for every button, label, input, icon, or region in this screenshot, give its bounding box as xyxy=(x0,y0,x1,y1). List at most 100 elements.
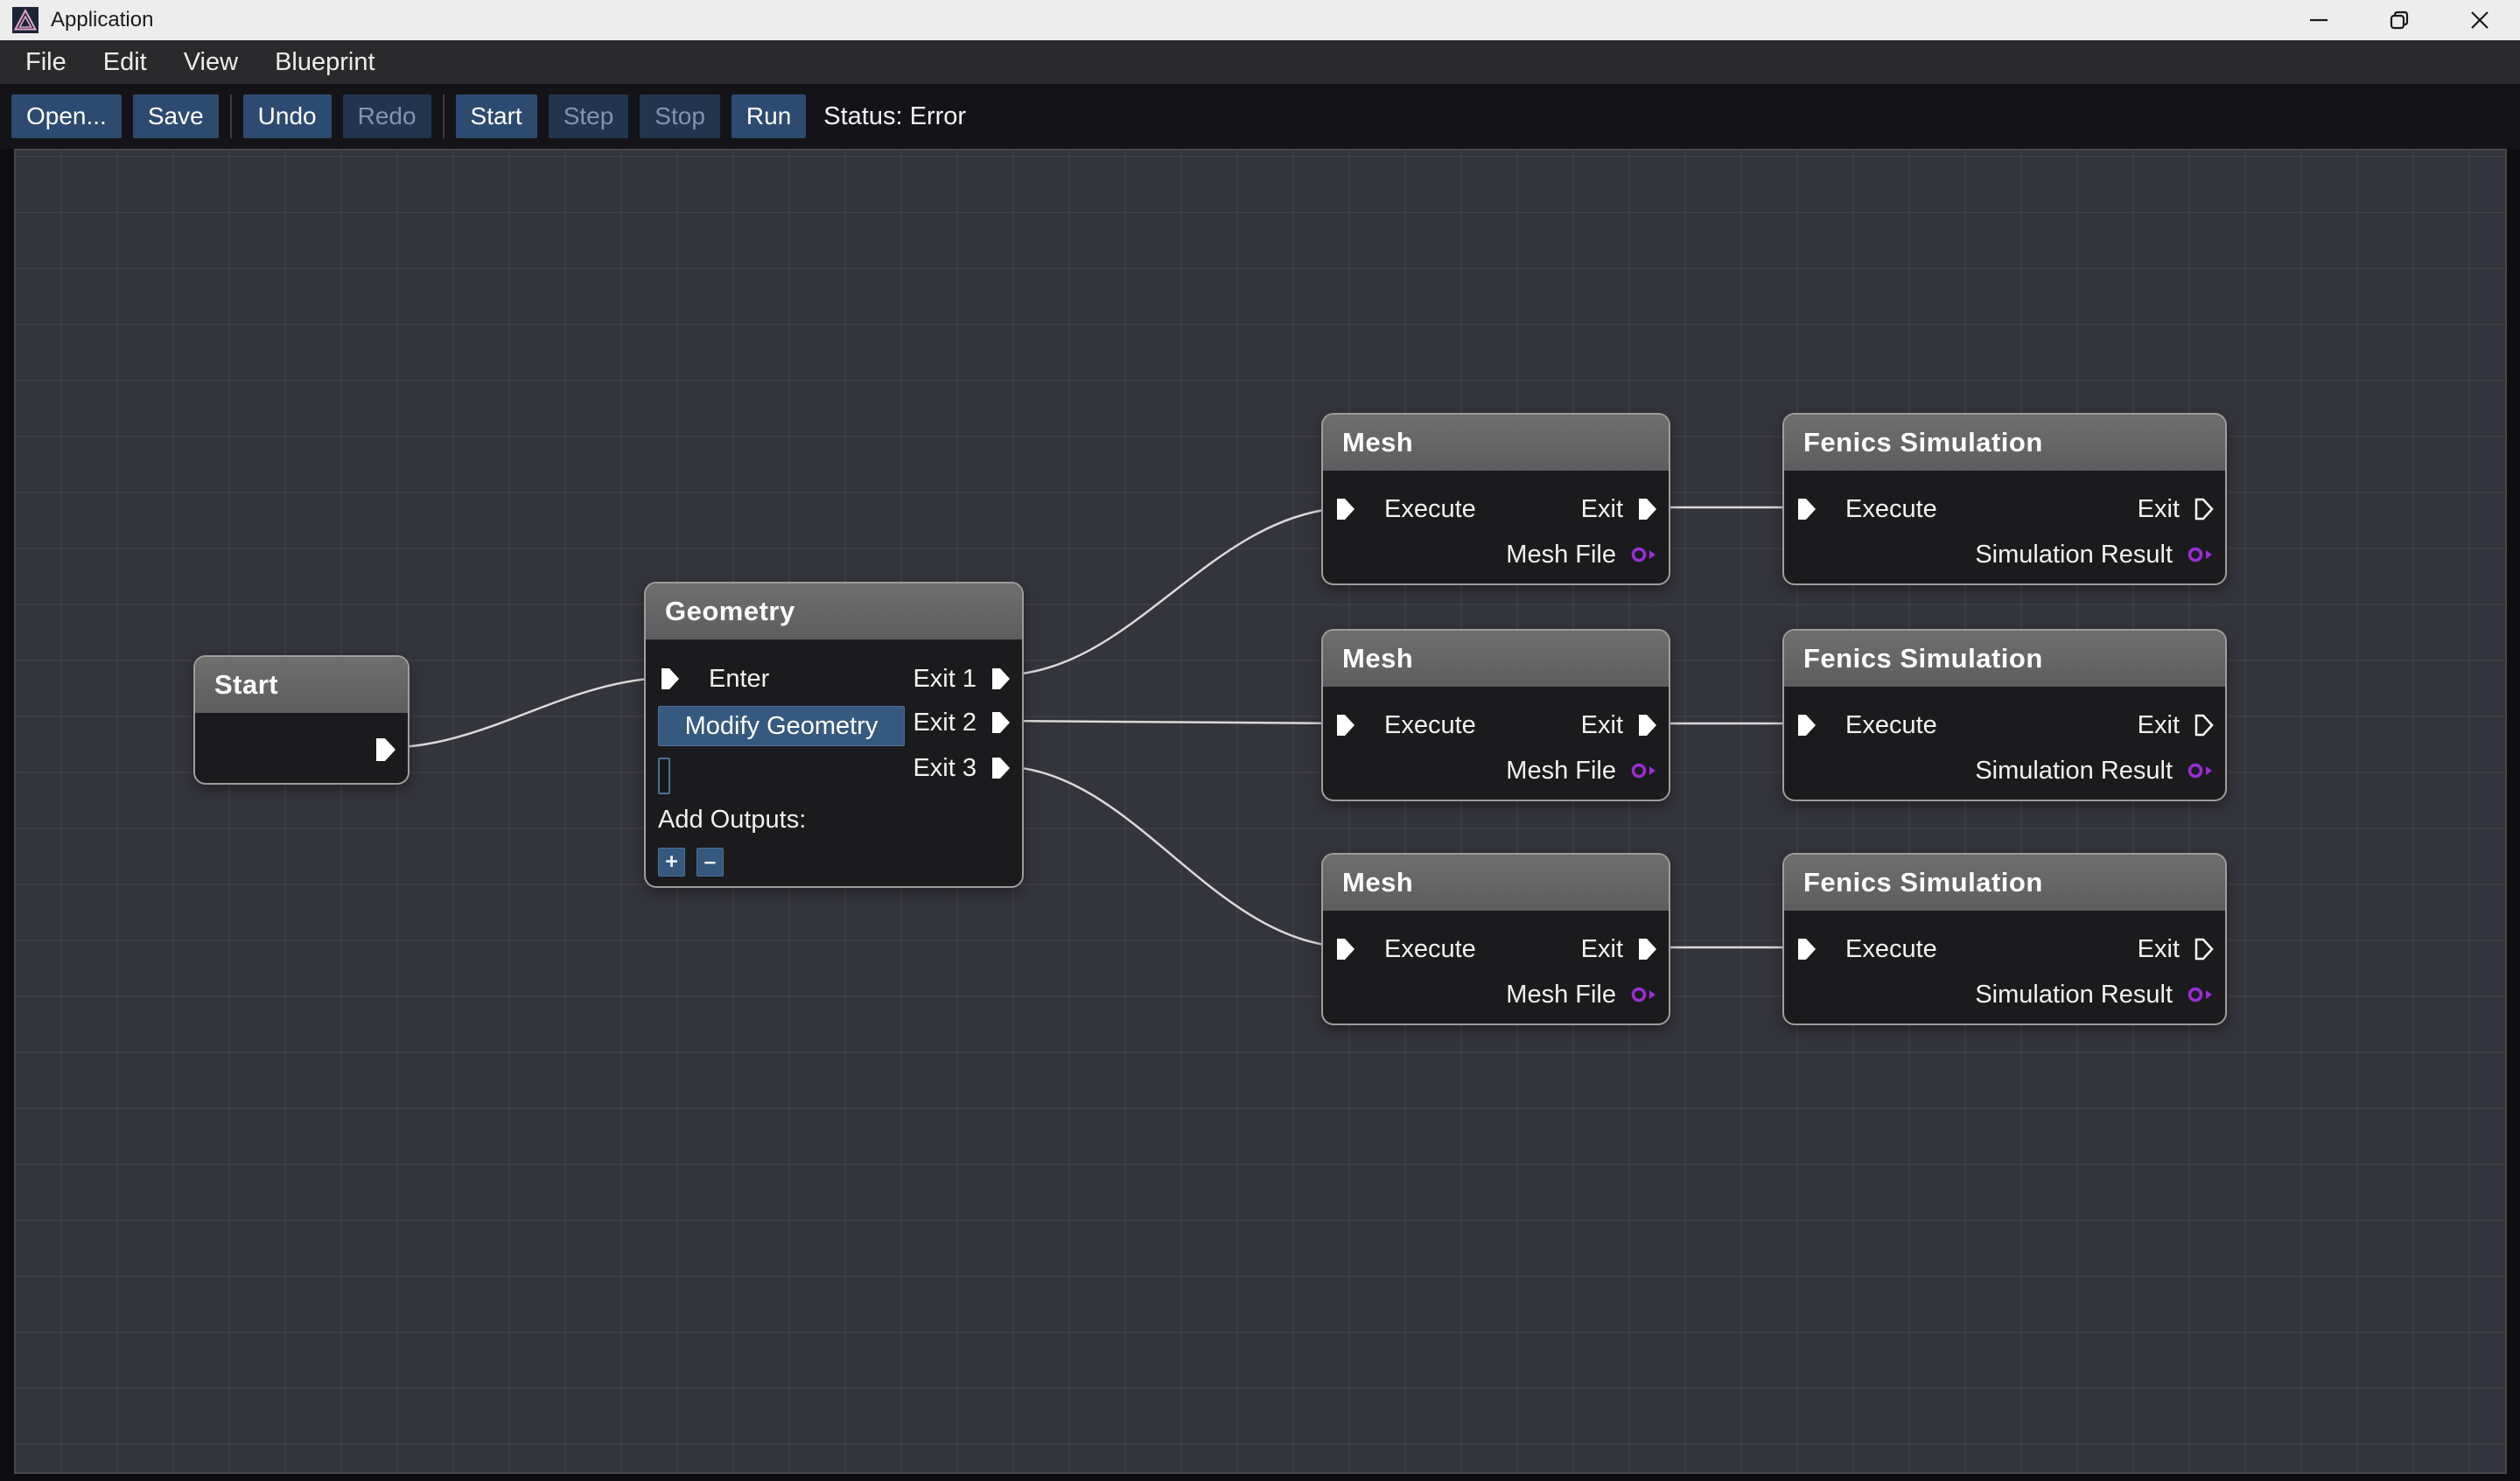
pin-label-execute: Execute xyxy=(1384,710,1476,739)
exec-output-pin[interactable] xyxy=(990,667,1012,691)
minimize-icon xyxy=(2310,18,2328,22)
exec-output-pin[interactable] xyxy=(990,710,1012,735)
pin-label-execute: Execute xyxy=(1845,710,1937,739)
output-name-input[interactable] xyxy=(658,758,670,794)
pin-label-exit: Exit xyxy=(2137,494,2180,523)
pin-label-execute: Execute xyxy=(1384,494,1476,523)
exec-input-pin[interactable] xyxy=(1335,497,1356,521)
pin-label-simulation-result: Simulation Result xyxy=(1975,540,2173,569)
node-title: Mesh xyxy=(1342,427,1414,458)
node-fenics-1: Fenics Simulation Execute Exit Simulatio… xyxy=(1782,413,2227,585)
blueprint-canvas[interactable]: Start Geometry Enter Exit 1 Modify Geome… xyxy=(14,149,2507,1474)
exec-output-pin-unconnected[interactable] xyxy=(2194,937,2215,961)
node-mesh-1-header[interactable]: Mesh xyxy=(1323,415,1669,471)
node-mesh-2-header[interactable]: Mesh xyxy=(1323,631,1669,687)
exec-input-pin[interactable] xyxy=(660,667,681,691)
menu-file[interactable]: File xyxy=(25,47,66,76)
node-title: Mesh xyxy=(1342,643,1414,674)
node-title: Geometry xyxy=(665,596,795,626)
exec-input-pin[interactable] xyxy=(1796,937,1817,961)
close-button[interactable] xyxy=(2440,0,2520,40)
menu-blueprint[interactable]: Blueprint xyxy=(275,47,375,76)
data-output-pin[interactable] xyxy=(2187,545,2215,564)
data-output-pin[interactable] xyxy=(1630,761,1658,780)
app-logo-icon xyxy=(12,7,38,33)
wire-start-to-geometry[interactable] xyxy=(381,675,680,750)
redo-button: Redo xyxy=(342,94,431,138)
node-title: Fenics Simulation xyxy=(1803,427,2043,458)
status-text: Status: Error xyxy=(823,101,967,130)
exec-output-pin[interactable] xyxy=(374,737,397,763)
pin-label-execute: Execute xyxy=(1845,934,1937,963)
undo-button[interactable]: Undo xyxy=(242,94,332,138)
exec-output-pin[interactable] xyxy=(1637,937,1658,961)
node-geometry-header[interactable]: Geometry xyxy=(646,583,1022,639)
wire-exit3-to-mesh3[interactable] xyxy=(998,765,1355,949)
data-output-pin[interactable] xyxy=(1630,985,1658,1004)
toolbar: Open... Save Undo Redo Start Step Stop R… xyxy=(0,84,2520,149)
restore-icon xyxy=(2390,10,2409,30)
pin-label-exit: Exit xyxy=(2137,710,2180,739)
pin-label-enter: Enter xyxy=(709,664,770,693)
pin-label-exit: Exit xyxy=(2137,934,2180,963)
pin-label-exit2: Exit 2 xyxy=(913,708,976,737)
node-geometry: Geometry Enter Exit 1 Modify Geometry Ex… xyxy=(644,582,1024,888)
pin-label-exit: Exit xyxy=(1580,934,1623,963)
exec-output-pin[interactable] xyxy=(990,756,1012,780)
add-output-button[interactable]: + xyxy=(658,848,685,877)
exec-output-pin-unconnected[interactable] xyxy=(2194,713,2215,737)
node-mesh-3-header[interactable]: Mesh xyxy=(1323,855,1669,911)
node-fenics-3-header[interactable]: Fenics Simulation xyxy=(1784,855,2225,911)
node-mesh-2: Mesh Execute Exit Mesh File xyxy=(1321,629,1670,801)
node-start: Start xyxy=(193,655,410,785)
save-button[interactable]: Save xyxy=(132,94,219,138)
node-fenics-3: Fenics Simulation Execute Exit Simulatio… xyxy=(1782,853,2227,1025)
toolbar-separator xyxy=(229,94,232,138)
step-button: Step xyxy=(548,94,629,138)
node-fenics-1-header[interactable]: Fenics Simulation xyxy=(1784,415,2225,471)
exec-output-pin[interactable] xyxy=(1637,497,1658,521)
data-output-pin[interactable] xyxy=(1630,545,1658,564)
menubar: File Edit View Blueprint xyxy=(0,40,2520,84)
data-output-pin[interactable] xyxy=(2187,985,2215,1004)
pin-label-exit1: Exit 1 xyxy=(913,664,976,693)
pin-label-exit: Exit xyxy=(1580,494,1623,523)
pin-label-execute: Execute xyxy=(1384,934,1476,963)
remove-output-button[interactable]: – xyxy=(696,848,724,877)
modify-geometry-button[interactable]: Modify Geometry xyxy=(658,706,905,746)
stop-button: Stop xyxy=(640,94,720,138)
open-button[interactable]: Open... xyxy=(11,94,122,138)
minimize-button[interactable] xyxy=(2278,0,2359,40)
window-controls xyxy=(2278,0,2520,40)
exec-input-pin[interactable] xyxy=(1335,713,1356,737)
exec-input-pin[interactable] xyxy=(1796,713,1817,737)
exec-input-pin[interactable] xyxy=(1335,937,1356,961)
exec-output-pin-unconnected[interactable] xyxy=(2194,497,2215,521)
start-button[interactable]: Start xyxy=(455,94,537,138)
wire-layer xyxy=(381,506,1818,949)
titlebar[interactable]: Application xyxy=(0,0,2520,40)
wire-exit1-to-mesh1[interactable] xyxy=(998,506,1355,677)
node-title: Mesh xyxy=(1342,867,1414,898)
restore-button[interactable] xyxy=(2359,0,2440,40)
wire-exit2-to-mesh2[interactable] xyxy=(998,719,1355,725)
data-output-pin[interactable] xyxy=(2187,761,2215,780)
pin-label-simulation-result: Simulation Result xyxy=(1975,980,2173,1009)
menu-edit[interactable]: Edit xyxy=(102,47,147,76)
close-icon xyxy=(2471,11,2488,29)
node-mesh-3: Mesh Execute Exit Mesh File xyxy=(1321,853,1670,1025)
node-start-header[interactable]: Start xyxy=(195,657,408,713)
pin-label-simulation-result: Simulation Result xyxy=(1975,756,2173,785)
node-fenics-2-header[interactable]: Fenics Simulation xyxy=(1784,631,2225,687)
node-title: Fenics Simulation xyxy=(1803,643,2043,674)
run-button[interactable]: Run xyxy=(731,94,807,138)
pin-label-exit3: Exit 3 xyxy=(913,753,976,782)
toolbar-separator xyxy=(442,94,444,138)
exec-input-pin[interactable] xyxy=(1796,497,1817,521)
pin-label-exit: Exit xyxy=(1580,710,1623,739)
menu-view[interactable]: View xyxy=(183,47,239,76)
pin-label-execute: Execute xyxy=(1845,494,1937,523)
exec-output-pin[interactable] xyxy=(1637,713,1658,737)
pin-label-mesh-file: Mesh File xyxy=(1506,540,1616,569)
node-title: Start xyxy=(214,669,279,700)
